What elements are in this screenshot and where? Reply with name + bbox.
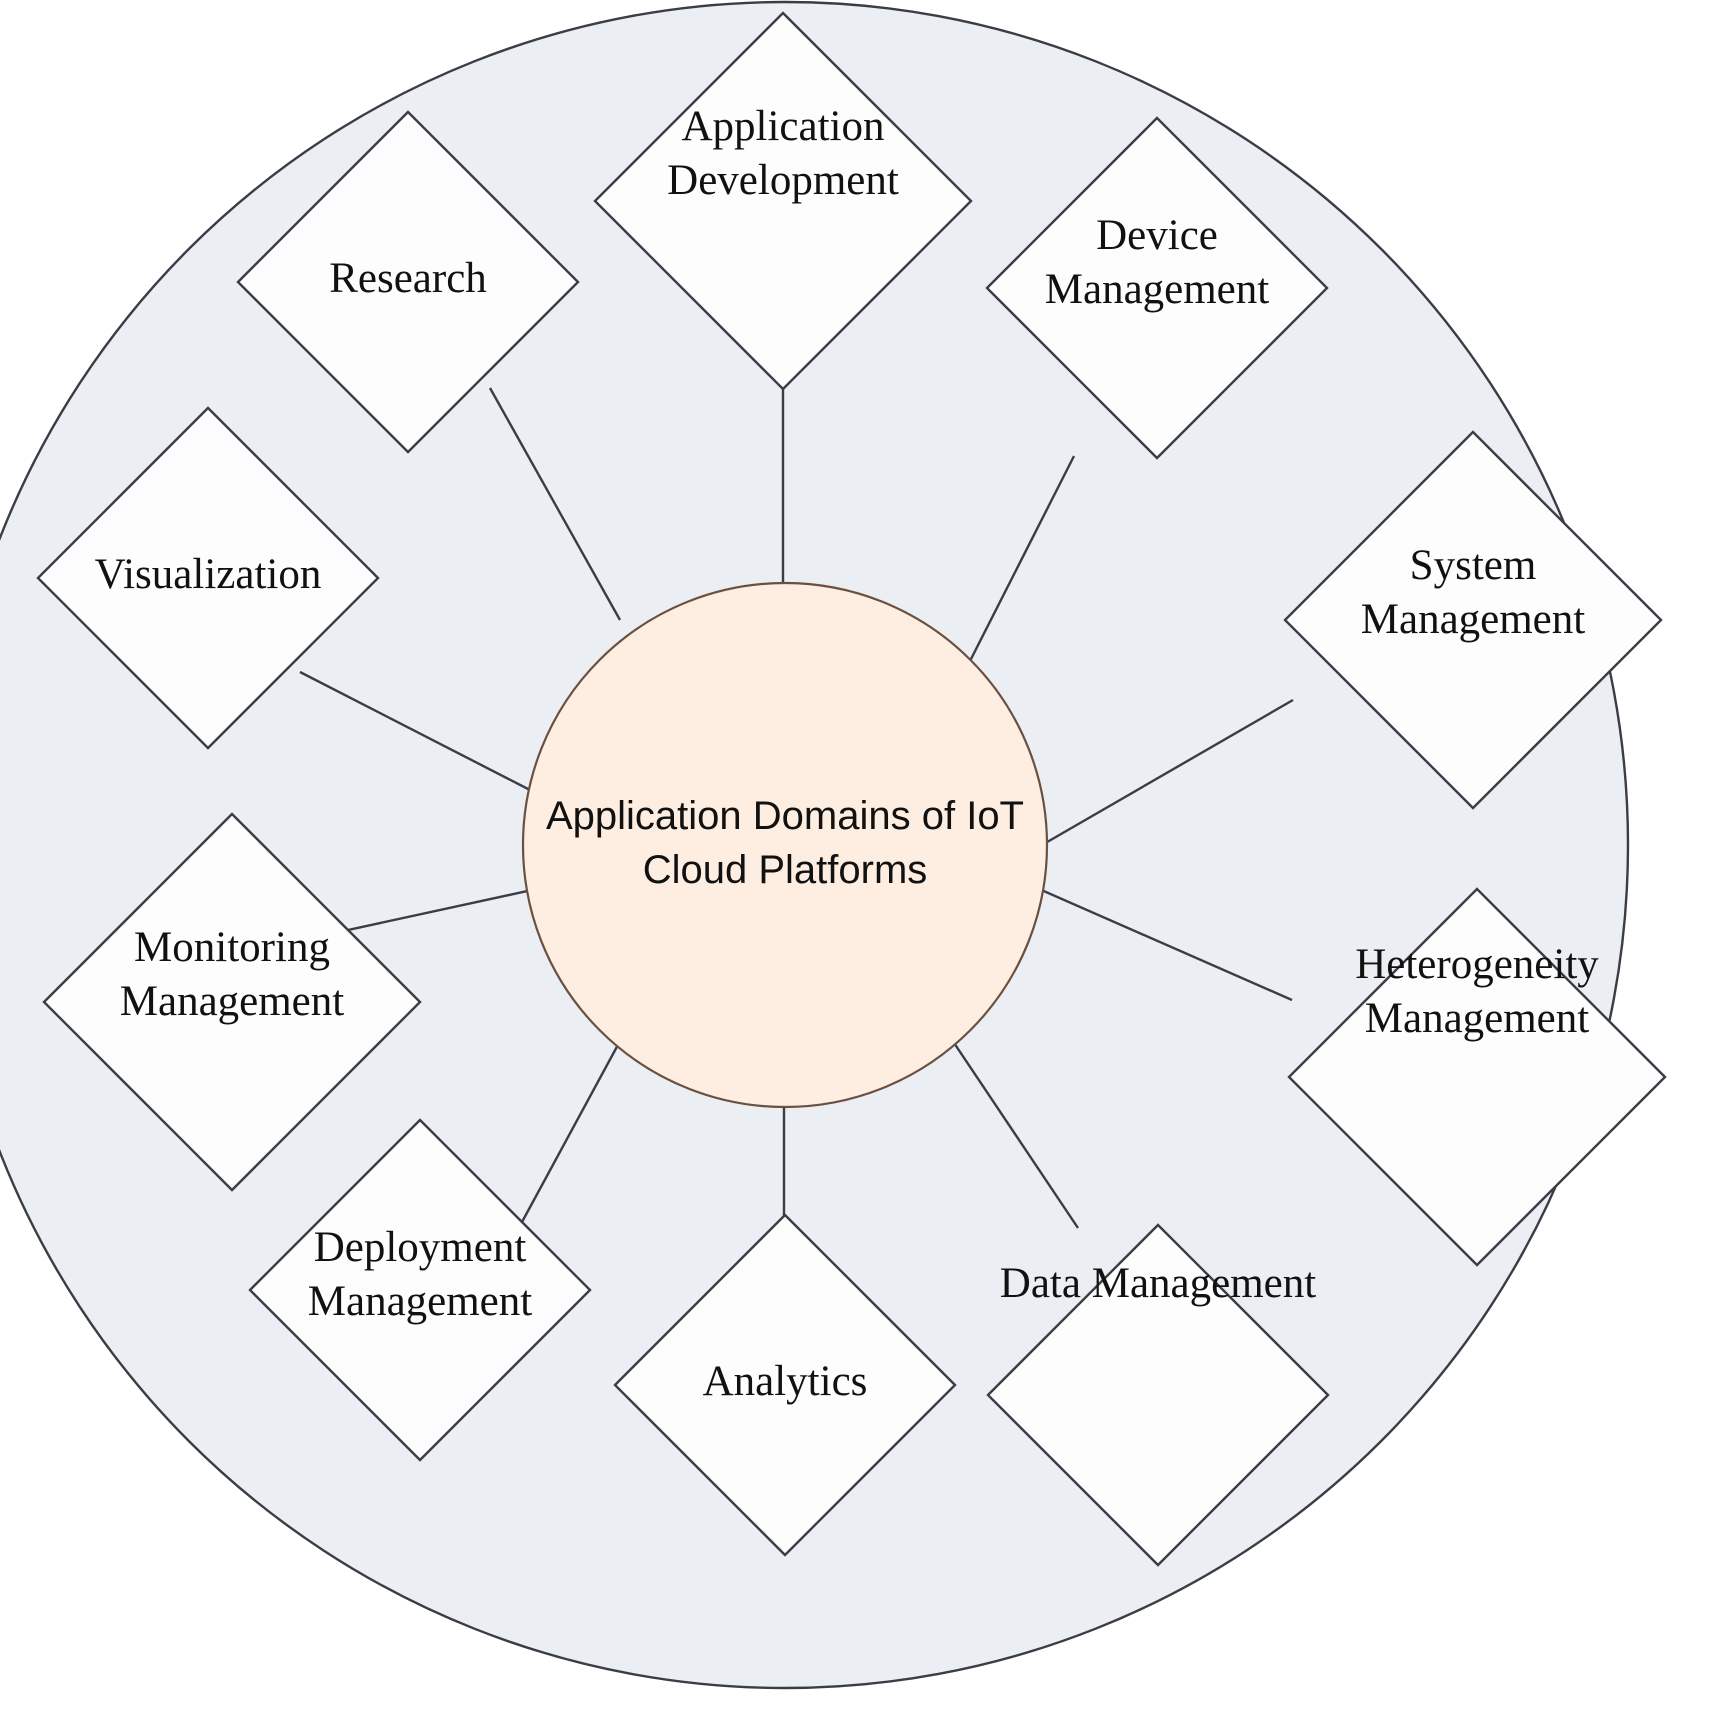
node-label-line: Device (1096, 212, 1218, 259)
spoke-device-management (968, 455, 1076, 662)
node-label-line: Data Management (1000, 1260, 1316, 1307)
hub-layer: Application Domains of IoT Cloud Platform… (521, 581, 1049, 1109)
hub-node[interactable]: Application Domains of IoT Cloud Platform… (521, 581, 1049, 1109)
node-label-line: Monitoring (134, 924, 330, 971)
spoke-system-management (1041, 698, 1294, 847)
node-diamond-data-management[interactable] (986, 1223, 1330, 1567)
node-visualization[interactable]: Visualization (36, 406, 380, 750)
node-label-line: Research (329, 255, 487, 302)
node-label-data-management: Data Management (1000, 1260, 1316, 1307)
node-label-line: Management (1361, 596, 1586, 643)
node-label-line: Application (681, 103, 884, 150)
node-label-research: Research (329, 255, 487, 302)
node-diamond-research[interactable] (236, 110, 580, 454)
node-label-line: Analytics (703, 1358, 868, 1405)
node-label-line: Management (1045, 266, 1270, 313)
node-diamond-application-development[interactable] (593, 11, 973, 391)
hub-label-line-2: Cloud Platforms (643, 848, 928, 892)
node-label-analytics: Analytics (703, 1358, 868, 1405)
node-label-line: Development (667, 157, 899, 204)
node-diamond-analytics[interactable] (613, 1213, 957, 1557)
node-diamond-deployment-management[interactable] (248, 1118, 592, 1462)
node-research[interactable]: Research (236, 110, 580, 454)
node-diamond-visualization[interactable] (36, 406, 380, 750)
spoke-deployment-management (520, 1029, 628, 1223)
node-diamond-heterogeneity-management[interactable] (1287, 887, 1667, 1267)
spoke-research (488, 387, 622, 621)
node-label-line: Management (1365, 995, 1590, 1042)
node-analytics[interactable]: Analytics (613, 1213, 957, 1557)
node-label-line: System (1410, 542, 1537, 589)
node-label-line: Management (308, 1278, 533, 1325)
node-label-line: Visualization (95, 551, 322, 598)
node-diamond-system-management[interactable] (1283, 430, 1663, 810)
spoke-visualization (299, 670, 531, 792)
node-label-line: Deployment (314, 1224, 527, 1271)
node-diamond-monitoring-management[interactable] (42, 812, 422, 1192)
node-diamond-device-management[interactable] (985, 116, 1329, 460)
spoke-heterogeneity-management (1029, 883, 1293, 1002)
hub-label: Application Domains of IoT Cloud Platform… (546, 794, 1024, 892)
node-label-visualization: Visualization (95, 551, 322, 598)
node-label-line: Management (120, 978, 345, 1025)
hub-label-line-1: Application Domains of IoT (546, 794, 1024, 838)
node-label-line: Heterogeneity (1355, 941, 1599, 988)
spoke-data-management (939, 1021, 1079, 1229)
hub-circle[interactable] (521, 581, 1049, 1109)
spoke-layer (299, 387, 1294, 1298)
node-data-management[interactable]: Data Management (986, 1223, 1330, 1567)
